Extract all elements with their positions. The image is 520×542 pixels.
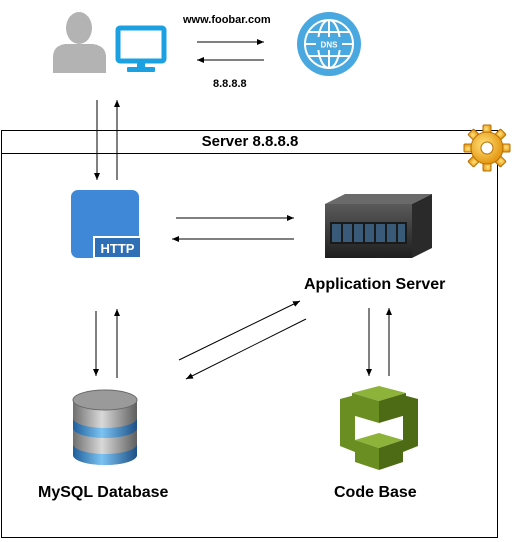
arrow-db-to-app xyxy=(178,300,301,361)
arrow-app-to-db xyxy=(185,318,307,380)
server-container xyxy=(1,130,498,538)
server-icon xyxy=(325,194,432,258)
dns-icon-text: DNS xyxy=(321,41,339,50)
code-base-icon xyxy=(340,386,418,470)
server-title: Server 8.8.8.8 xyxy=(201,133,299,150)
domain-label: www.foobar.com xyxy=(183,14,271,26)
dns-icon: DNS xyxy=(297,12,361,76)
server-header xyxy=(1,130,498,154)
monitor-icon xyxy=(115,25,167,72)
user-icon xyxy=(53,12,106,73)
gear-icon xyxy=(463,124,511,172)
http-icon-text: HTTP xyxy=(101,241,135,256)
http-icon: HTTP xyxy=(71,190,142,259)
database-label: MySQL Database xyxy=(38,484,169,501)
code-base-label: Code Base xyxy=(334,484,417,501)
app-server-label: Application Server xyxy=(304,276,446,293)
database-icon xyxy=(72,389,138,465)
ip-label: 8.8.8.8 xyxy=(213,78,247,90)
connector-arrows xyxy=(93,39,392,380)
